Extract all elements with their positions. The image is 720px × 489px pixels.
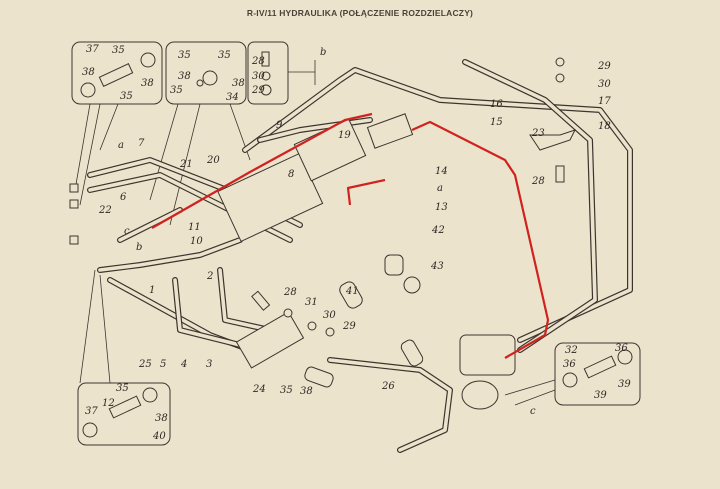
part-label: 20 — [206, 155, 220, 166]
part-label: 9 — [276, 120, 283, 131]
part-label: 35 — [218, 50, 231, 61]
diagram-title: R-IV/11 HYDRAULIKA (POŁĄCZENIE ROZDZIELA… — [246, 8, 474, 18]
part-label: 42 — [431, 225, 445, 236]
part-label: 38 — [300, 386, 313, 397]
inset-parts — [80, 51, 633, 438]
part-label: 35 — [120, 91, 133, 102]
part-label: 37 — [86, 44, 99, 55]
part-label: 25 — [138, 359, 152, 370]
inset-box-coupling-right — [554, 342, 641, 406]
plug-42 — [384, 254, 404, 276]
part-label: 30 — [252, 71, 265, 82]
part-label: 7 — [138, 138, 145, 149]
part-label: 41 — [345, 286, 359, 297]
part-label: 38 — [141, 78, 154, 89]
part-label: 21 — [179, 159, 193, 170]
clamp-23 — [529, 129, 576, 151]
part-label: 19 — [338, 130, 351, 141]
part-label: 36 — [615, 343, 628, 354]
part-label: 4 — [180, 359, 187, 370]
cylinder-body — [459, 334, 516, 376]
part-label: 28 — [531, 176, 545, 187]
part-label: 16 — [490, 99, 503, 110]
mounting-plate — [235, 311, 305, 369]
inset-box-coupling-bottom — [77, 382, 171, 446]
part-label: b — [136, 242, 142, 253]
part-label: b — [320, 47, 326, 58]
part-label: 23 — [531, 128, 545, 139]
part-label: a — [118, 140, 124, 151]
part-label: 28 — [251, 56, 265, 67]
part-label: 36 — [563, 359, 576, 370]
part-label: 35 — [178, 50, 191, 61]
inset-box-bolt — [247, 41, 289, 105]
pipes — [87, 59, 633, 453]
part-label: 26 — [381, 381, 395, 392]
inset-box-tee — [165, 41, 247, 105]
part-label: c — [530, 406, 536, 417]
valve-block — [69, 57, 576, 410]
part-label: 3 — [206, 359, 212, 370]
part-label: 31 — [305, 297, 318, 308]
highlighted-pipe-short — [346, 178, 386, 206]
part-label: 18 — [598, 121, 611, 132]
part-label: 2 — [206, 271, 213, 282]
part-label: 30 — [323, 310, 336, 321]
part-label: 34 — [226, 92, 239, 103]
hose-fitting-41 — [339, 281, 363, 309]
part-label: 11 — [188, 222, 201, 233]
part-label: 10 — [190, 236, 203, 247]
part-label: 30 — [598, 79, 611, 90]
part-label: 29 — [597, 61, 611, 72]
part-label: 1 — [149, 285, 155, 296]
part-label: 35 — [170, 85, 183, 96]
part-label: 38 — [178, 71, 191, 82]
part-labels: 37 35 38 38 35 35 35 38 38 35 34 28 30 2… — [82, 44, 631, 442]
part-label: 8 — [288, 169, 294, 180]
part-label: 13 — [435, 202, 448, 213]
part-label: 38 — [82, 67, 95, 78]
part-label: 38 — [155, 413, 168, 424]
part-label: 37 — [85, 406, 98, 417]
part-label: 29 — [342, 321, 356, 332]
part-label: 35 — [116, 383, 129, 394]
plug-43 — [403, 276, 421, 294]
part-label: 12 — [102, 398, 115, 409]
part-label: 39 — [594, 390, 607, 401]
part-label: 5 — [160, 359, 166, 370]
part-label: 32 — [565, 345, 578, 356]
part-label: 24 — [252, 384, 266, 395]
part-label: 35 — [280, 385, 293, 396]
inset-box-coupling — [71, 41, 163, 105]
part-label: 15 — [490, 117, 503, 128]
highlighted-pipe — [151, 112, 550, 359]
part-label: 6 — [120, 192, 127, 203]
part-label: 35 — [112, 45, 125, 56]
part-label: 22 — [98, 205, 112, 216]
part-label: 38 — [232, 78, 245, 89]
part-label: c — [124, 226, 130, 237]
part-label: 14 — [435, 166, 448, 177]
part-label: 17 — [598, 96, 611, 107]
part-label: a — [437, 183, 443, 194]
part-label: 40 — [152, 431, 166, 442]
part-label: 43 — [430, 261, 444, 272]
part-label: 39 — [618, 379, 631, 390]
leader-lines — [74, 60, 556, 406]
part-label: 29 — [251, 85, 265, 96]
part-label: 28 — [283, 287, 297, 298]
